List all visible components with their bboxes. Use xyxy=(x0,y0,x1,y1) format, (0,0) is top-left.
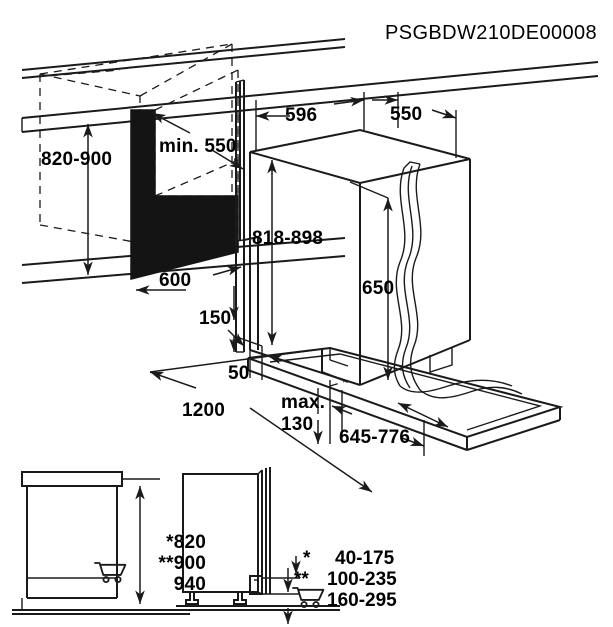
dim-label-niche-depth-min: min. 550 xyxy=(159,136,237,157)
dim-door-clearance xyxy=(149,347,373,493)
legend-marker-star-2: ** xyxy=(294,569,309,590)
dim-label-appliance-width: 550 xyxy=(390,104,423,125)
cart-icon-legend xyxy=(292,587,325,609)
dim-top-depth xyxy=(255,92,365,150)
dim-niche-depth xyxy=(151,112,244,170)
dim-label-worktop-height: 820-900 xyxy=(41,149,113,170)
dim-max-130 xyxy=(313,380,345,444)
dim-door-swing xyxy=(331,390,425,456)
dim-appliance-width xyxy=(372,92,457,158)
legend-label-star-2: 100-235 xyxy=(327,569,397,590)
appliance-body-group xyxy=(149,92,564,493)
drawing-code-title: PSGBDW210DE00008 xyxy=(385,22,598,44)
cart-icon-front xyxy=(94,562,127,584)
dim-label-plinth-recess: 150 xyxy=(199,308,232,329)
dim-niche-width xyxy=(136,266,242,295)
legend-marker-star-1: * xyxy=(303,548,311,569)
dim-hose-height xyxy=(349,181,393,380)
side-elevation-group xyxy=(176,467,340,624)
dim-label-plinth-offset: 50 xyxy=(228,363,250,384)
dim-label-max: max. xyxy=(281,392,326,413)
worktop-niche-group xyxy=(21,38,599,353)
dim-label-door-clearance: 1200 xyxy=(182,400,226,421)
dim-label-height-cart: 940 xyxy=(173,574,206,595)
dim-label-max-value: 130 xyxy=(281,414,314,435)
legend-label-star-1: 40-175 xyxy=(335,548,395,569)
dim-label-height-star-1: *820 xyxy=(166,532,206,553)
front-elevation-group xyxy=(12,471,190,615)
dim-label-door-swing: 645-776 xyxy=(339,427,411,448)
dim-label-height-star-2: **900 xyxy=(158,553,206,574)
dim-label-niche-width: 600 xyxy=(159,270,192,291)
dim-label-appliance-height: 818-898 xyxy=(252,228,324,249)
dim-label-top-depth: 596 xyxy=(285,105,318,126)
dim-label-hose-height: 650 xyxy=(362,278,395,299)
legend-label-cart: 160-295 xyxy=(327,590,397,611)
